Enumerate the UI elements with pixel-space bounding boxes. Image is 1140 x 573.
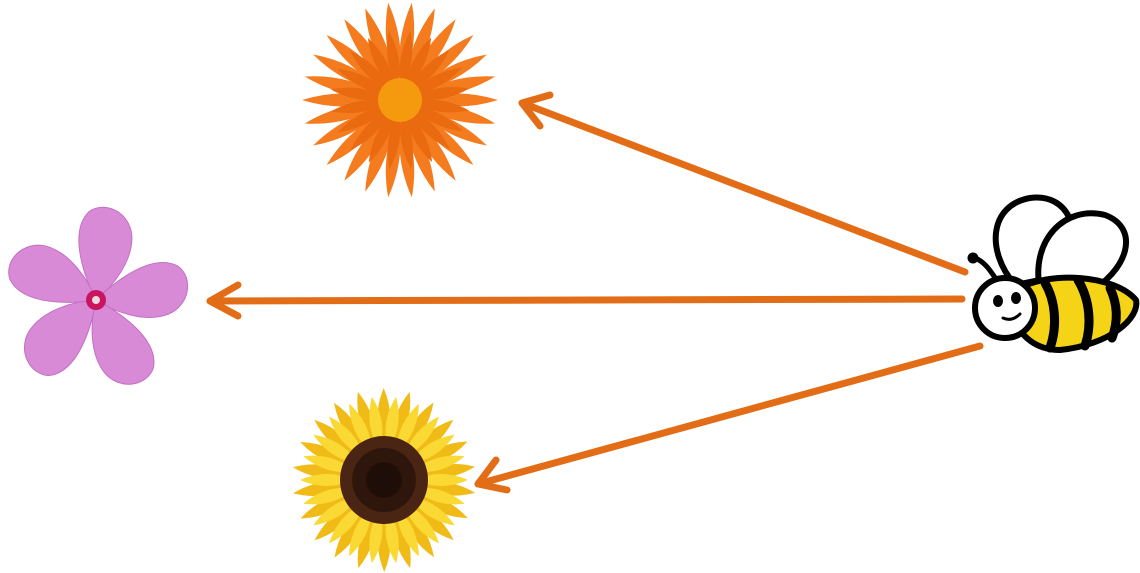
orange-flower-center <box>378 78 422 122</box>
arrow-bee-to-pink-flower <box>210 285 962 316</box>
bee-head <box>975 278 1035 338</box>
sunflower-center-core <box>366 462 402 498</box>
pink-flower-center-dot <box>92 296 100 304</box>
arrow-bee-to-orange-flower <box>522 95 965 272</box>
orange-flower-icon <box>302 3 498 198</box>
pink-flower-icon <box>1 204 192 395</box>
bee-antenna-tip-left <box>968 253 978 263</box>
sunflower-icon <box>293 388 475 572</box>
bee-eye-right <box>1011 292 1021 304</box>
bee-icon <box>968 198 1136 350</box>
bee-eye-left <box>993 295 1003 307</box>
arrow-bee-to-sunflower <box>478 346 980 490</box>
